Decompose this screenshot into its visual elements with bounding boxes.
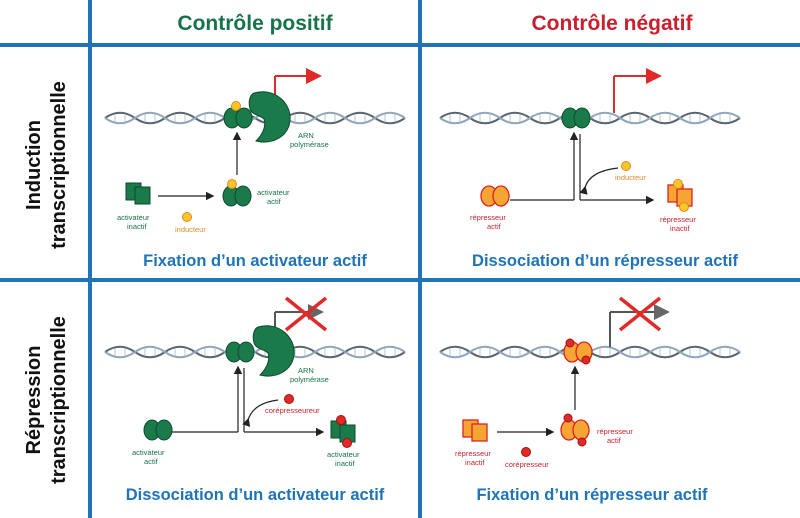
active-repressor-label-2: actif bbox=[487, 222, 502, 231]
inactive-repressor-label-1: répresseur bbox=[455, 449, 491, 458]
caption-repressor-binding: Fixation d’un répresseur actif bbox=[476, 486, 708, 504]
inactive-repressor-label-2: inactif bbox=[670, 224, 691, 233]
inactive-activator-icon bbox=[125, 182, 151, 205]
operator-site-icon bbox=[561, 107, 591, 129]
corepressor-icon bbox=[521, 447, 531, 457]
inactive-activator-label-2: inactif bbox=[335, 459, 356, 468]
dna-helix bbox=[104, 345, 406, 359]
active-activator-on-dna bbox=[223, 107, 253, 129]
inactive-activator-label-1: activateur bbox=[327, 450, 360, 459]
active-repressor-label-2: actif bbox=[607, 436, 622, 445]
active-activator-label-2: actif bbox=[267, 197, 282, 206]
active-activator-label-1: activateur bbox=[132, 448, 165, 457]
row-header-repression: Répression transcriptionnelle bbox=[23, 316, 70, 484]
panel-negative-induction: inducteur répresseur actif répresseur in… bbox=[439, 68, 741, 270]
corepressor-label: corépresseureur bbox=[265, 406, 320, 415]
inducer-icon bbox=[182, 212, 192, 222]
header-negative-control: Contrôle négatif bbox=[532, 12, 694, 35]
active-repressor-label-1: répresseur bbox=[470, 213, 506, 222]
inducer-icon bbox=[621, 161, 631, 171]
polymerase-label-2: polymérase bbox=[290, 140, 329, 149]
inactive-repressor-label-2: inactif bbox=[465, 458, 486, 467]
panel-negative-repression: répresseur inactif corépresseur répresse… bbox=[439, 296, 741, 504]
polymerase-label-1: ARN bbox=[298, 131, 314, 140]
inactive-activator-label-2: inactif bbox=[127, 222, 148, 231]
row-header-induction: Induction transcriptionnelle bbox=[23, 81, 70, 249]
corepressor-icon bbox=[284, 394, 294, 404]
caption-activator-binding: Fixation d’un activateur actif bbox=[143, 252, 367, 270]
blocked-cross-icon bbox=[284, 296, 328, 332]
panel-positive-induction: ARN polymérase activateur inactif induct… bbox=[104, 68, 406, 270]
inactive-activator-label-1: activateur bbox=[117, 213, 150, 222]
inducer-label: inducteur bbox=[615, 173, 646, 182]
header-positive-control: Contrôle positif bbox=[177, 12, 333, 35]
corepressor-label: corépresseur bbox=[505, 460, 549, 469]
panel-positive-repression: ARN polymérase corépresseureur activateu… bbox=[104, 296, 406, 504]
caption-activator-dissociation: Dissociation d’un activateur actif bbox=[126, 486, 385, 504]
svg-text:Répression: Répression bbox=[23, 346, 45, 455]
active-activator-icon bbox=[222, 185, 252, 207]
active-repressor-icon bbox=[560, 419, 590, 441]
inactive-repressor-icon bbox=[462, 419, 488, 442]
inducer-label: inducteur bbox=[175, 225, 206, 234]
active-repressor-label-1: répresseur bbox=[597, 427, 633, 436]
active-activator-on-dna bbox=[225, 341, 255, 363]
active-repressor-icon bbox=[480, 185, 510, 207]
active-activator-label-2: actif bbox=[144, 457, 159, 466]
caption-repressor-dissociation: Dissociation d’un répresseur actif bbox=[472, 252, 738, 270]
svg-text:Induction: Induction bbox=[23, 120, 45, 210]
inactive-repressor-label-1: répresseur bbox=[660, 215, 696, 224]
active-activator-label-1: activateur bbox=[257, 188, 290, 197]
svg-text:transcriptionnelle: transcriptionnelle bbox=[48, 81, 70, 249]
polymerase-label-2: polymérase bbox=[290, 375, 329, 384]
blocked-cross-icon bbox=[618, 296, 662, 332]
svg-text:transcriptionnelle: transcriptionnelle bbox=[48, 316, 70, 484]
active-activator-icon bbox=[143, 419, 173, 441]
rna-polymerase-icon bbox=[252, 325, 295, 377]
polymerase-label-1: ARN bbox=[298, 366, 314, 375]
